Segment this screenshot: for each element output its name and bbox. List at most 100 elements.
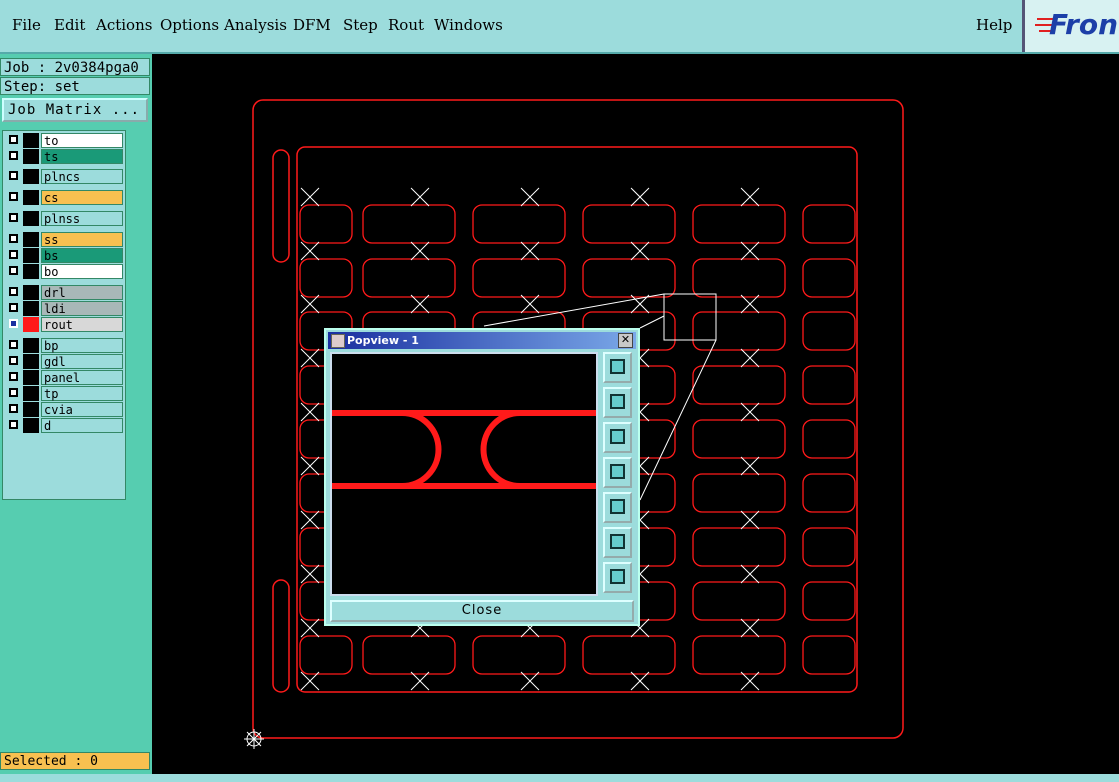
job-matrix-button[interactable]: Job Matrix ... bbox=[2, 98, 148, 122]
layer-color-swatch bbox=[23, 149, 39, 164]
popview-canvas[interactable] bbox=[330, 352, 598, 596]
layer-name: bp bbox=[41, 338, 123, 353]
layer-color-swatch bbox=[23, 354, 39, 369]
layer-row-to[interactable]: to bbox=[5, 133, 123, 148]
layer-checkbox[interactable] bbox=[9, 303, 18, 312]
zoom-center-button[interactable] bbox=[603, 562, 632, 593]
layer-name: ss bbox=[41, 232, 123, 247]
layer-row-ts[interactable]: ts bbox=[5, 149, 123, 164]
layer-color-swatch bbox=[23, 317, 39, 332]
layer-color-swatch bbox=[23, 264, 39, 279]
layer-row-bo[interactable]: bo bbox=[5, 264, 123, 279]
layer-row-rout[interactable]: rout bbox=[5, 317, 123, 332]
layer-name: cs bbox=[41, 190, 123, 205]
layer-color-swatch bbox=[23, 386, 39, 401]
menu-windows[interactable]: Windows bbox=[434, 16, 503, 34]
layer-color-swatch bbox=[23, 133, 39, 148]
layer-row-cs[interactable]: cs bbox=[5, 190, 123, 205]
zoomed-rout-view bbox=[332, 410, 596, 489]
menu-dfm[interactable]: DFM bbox=[293, 16, 331, 34]
layer-color-swatch bbox=[23, 211, 39, 226]
layer-checkbox[interactable] bbox=[9, 192, 18, 201]
layer-name: bo bbox=[41, 264, 123, 279]
layer-color-swatch bbox=[23, 402, 39, 417]
menu-file[interactable]: File bbox=[12, 16, 41, 34]
layer-checkbox[interactable] bbox=[9, 287, 18, 296]
layer-row-plnss[interactable]: plnss bbox=[5, 211, 123, 226]
layer-row-bs[interactable]: bs bbox=[5, 248, 123, 263]
menu-step[interactable]: Step bbox=[343, 16, 378, 34]
layer-checkbox[interactable] bbox=[9, 213, 18, 222]
layer-checkbox[interactable] bbox=[9, 135, 18, 144]
logo: Fron bbox=[1022, 0, 1119, 52]
layer-checkbox[interactable] bbox=[9, 356, 18, 365]
pan-right-button[interactable] bbox=[603, 492, 632, 523]
layer-color-swatch bbox=[23, 232, 39, 247]
menu-actions[interactable]: Actions bbox=[96, 16, 153, 34]
zoom-fit-icon bbox=[610, 534, 625, 549]
selected-count: Selected : 0 bbox=[0, 752, 150, 770]
layer-checkbox[interactable] bbox=[9, 388, 18, 397]
layer-checkbox[interactable] bbox=[9, 250, 18, 259]
layer-checkbox[interactable] bbox=[9, 234, 18, 243]
zoom-window-button[interactable] bbox=[603, 352, 632, 383]
pan-down-icon bbox=[610, 429, 625, 444]
layer-checkbox[interactable] bbox=[9, 171, 18, 180]
logo-speed-lines-icon bbox=[1035, 18, 1053, 32]
layer-checkbox[interactable] bbox=[9, 266, 18, 275]
window-icon bbox=[331, 334, 345, 348]
layer-name: drl bbox=[41, 285, 123, 300]
menu-edit[interactable]: Edit bbox=[54, 16, 86, 34]
pan-left-button[interactable] bbox=[603, 457, 632, 488]
layer-name: panel bbox=[41, 370, 123, 385]
pan-up-icon bbox=[610, 394, 625, 409]
zoom-window-icon bbox=[610, 359, 625, 374]
zoom-fit-button[interactable] bbox=[603, 527, 632, 558]
layer-name: cvia bbox=[41, 402, 123, 417]
job-label: Job : 2v0384pga0 bbox=[0, 58, 150, 76]
layer-checkbox[interactable] bbox=[9, 319, 18, 328]
layer-checkbox[interactable] bbox=[9, 340, 18, 349]
layer-checkbox[interactable] bbox=[9, 372, 18, 381]
layer-row-drl[interactable]: drl bbox=[5, 285, 123, 300]
menu-analysis[interactable]: Analysis bbox=[224, 16, 287, 34]
pan-up-button[interactable] bbox=[603, 387, 632, 418]
layer-row-gdl[interactable]: gdl bbox=[5, 354, 123, 369]
layer-row-plncs[interactable]: plncs bbox=[5, 169, 123, 184]
layer-color-swatch bbox=[23, 190, 39, 205]
layer-color-swatch bbox=[23, 370, 39, 385]
layer-color-swatch bbox=[23, 301, 39, 316]
layer-row-panel[interactable]: panel bbox=[5, 370, 123, 385]
layer-name: tp bbox=[41, 386, 123, 401]
close-icon[interactable]: ✕ bbox=[618, 333, 633, 348]
menu-bar: File Edit Actions Options Analysis DFM S… bbox=[0, 0, 1119, 54]
pan-right-icon bbox=[610, 499, 625, 514]
layer-name: rout bbox=[41, 317, 123, 332]
layer-checkbox[interactable] bbox=[9, 151, 18, 160]
popview-window: Popview - 1 ✕ Close bbox=[324, 328, 640, 626]
layer-row-d[interactable]: d bbox=[5, 418, 123, 433]
pan-down-button[interactable] bbox=[603, 422, 632, 453]
menu-rout[interactable]: Rout bbox=[388, 16, 425, 34]
popview-close-button[interactable]: Close bbox=[330, 600, 634, 622]
popview-titlebar[interactable]: Popview - 1 ✕ bbox=[328, 332, 636, 349]
menu-options[interactable]: Options bbox=[160, 16, 220, 34]
layer-color-swatch bbox=[23, 169, 39, 184]
layer-name: to bbox=[41, 133, 123, 148]
layer-row-cvia[interactable]: cvia bbox=[5, 402, 123, 417]
menu-help[interactable]: Help bbox=[976, 16, 1013, 34]
layer-checkbox[interactable] bbox=[9, 420, 18, 429]
layer-color-swatch bbox=[23, 248, 39, 263]
status-strip bbox=[0, 774, 1119, 782]
layer-row-ss[interactable]: ss bbox=[5, 232, 123, 247]
popview-toolbar bbox=[603, 352, 633, 596]
sidebar: Job : 2v0384pga0 Step: set Job Matrix ..… bbox=[0, 54, 152, 782]
popview-title: Popview - 1 bbox=[347, 334, 419, 347]
layer-row-ldi[interactable]: ldi bbox=[5, 301, 123, 316]
layer-checkbox[interactable] bbox=[9, 404, 18, 413]
step-label: Step: set bbox=[0, 77, 150, 95]
layer-row-tp[interactable]: tp bbox=[5, 386, 123, 401]
layer-name: plnss bbox=[41, 211, 123, 226]
layer-row-bp[interactable]: bp bbox=[5, 338, 123, 353]
